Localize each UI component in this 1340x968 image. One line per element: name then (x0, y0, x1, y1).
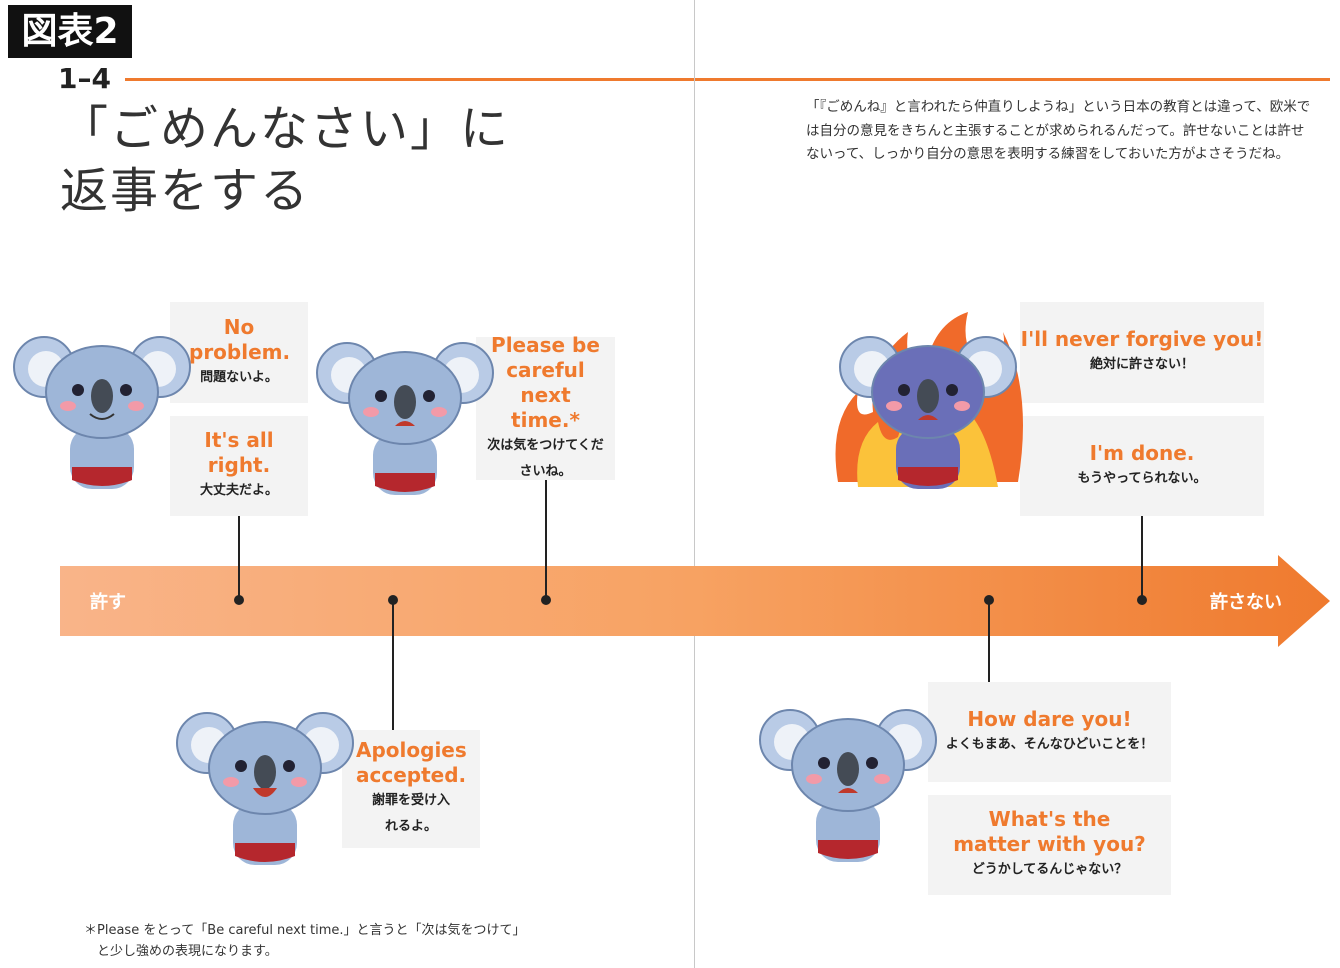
section-number: 1–4 (58, 62, 111, 95)
header-rule (125, 78, 1330, 81)
forgiveness-scale-arrow (60, 555, 1330, 647)
scale-marker (984, 595, 994, 605)
phrase-box: It's all right. 大丈夫だよ。 (170, 416, 308, 516)
phrase-japanese: 謝罪を受け入れるよ。 (371, 793, 450, 834)
koala-winking-illustration (12, 322, 192, 507)
scale-marker (388, 595, 398, 605)
phrase-japanese: どうかしてるんじゃない？ (971, 862, 1128, 877)
scale-marker (234, 595, 244, 605)
phrase-box: How dare you! よくもまあ、そんなひどいことを！ (928, 682, 1171, 782)
koala-laughing-illustration (175, 698, 355, 883)
page-title: 「ごめんなさい」に返事をする (60, 98, 510, 222)
koala-furious-illustration (838, 322, 1018, 507)
phrase-english: No problem. (189, 314, 291, 364)
phrase-box: Apologies accepted. 謝罪を受け入れるよ。 (342, 730, 480, 848)
phrase-box: No problem. 問題ないよ。 (170, 302, 308, 403)
scale-label-forgive: 許す (90, 592, 126, 613)
phrase-english: I'll never forgive you! (1020, 327, 1264, 351)
scale-label-unforgiving: 許さない (1210, 592, 1282, 613)
phrase-japanese: よくもまあ、そんなひどいことを！ (945, 736, 1154, 752)
phrase-english: How dare you! (967, 706, 1132, 731)
connector-line (988, 600, 990, 682)
phrase-box: What's the matter with you? どうかしてるんじゃない？ (928, 795, 1171, 895)
phrase-japanese: 大丈夫だよ。 (199, 483, 278, 498)
phrase-english: What's the matter with you? (953, 807, 1146, 856)
intro-paragraph: 「『ごめんね』と言われたら仲直りしようね」という日本の教育とは違って、欧米では自… (806, 99, 1311, 162)
footnote-line-1: ＊Please をとって「Be careful next time.」と言うと「… (84, 923, 526, 938)
figure-tag: 図表2 (8, 5, 132, 58)
phrase-box: I'll never forgive you! 絶対に許さない！ (1020, 302, 1264, 403)
connector-line (392, 600, 394, 730)
phrase-box: I'm done. もうやってられない。 (1020, 416, 1264, 516)
title-line-2: 返事をする (60, 163, 311, 219)
scale-marker (1137, 595, 1147, 605)
phrase-japanese: 絶対に許さない！ (1089, 357, 1194, 372)
phrase-english: I'm done. (1089, 440, 1195, 465)
phrase-japanese: 次は気をつけてくださいね。 (487, 437, 604, 479)
scale-marker (541, 595, 551, 605)
phrase-english: Please be careful next time.* (491, 332, 600, 432)
page-gutter (694, 0, 695, 968)
phrase-japanese: もうやってられない。 (1077, 470, 1207, 486)
connector-line (238, 516, 240, 600)
koala-angry-illustration (758, 695, 938, 880)
phrase-japanese: 問題ないよ。 (200, 369, 278, 385)
phrase-english: It's all right. (204, 428, 274, 477)
footnote-line-2: と少し強めの表現になります。 (97, 944, 278, 959)
footnote: ＊Please をとって「Be careful next time.」と言うと「… (84, 920, 526, 962)
connector-line (1141, 516, 1143, 600)
connector-line (545, 480, 547, 600)
title-line-1: 「ごめんなさい」に (60, 101, 511, 157)
phrase-box: Please be careful next time.* 次は気をつけてください… (476, 333, 615, 480)
koala-arms-crossed-illustration (315, 328, 495, 513)
phrase-english: Apologies accepted. (356, 738, 467, 787)
